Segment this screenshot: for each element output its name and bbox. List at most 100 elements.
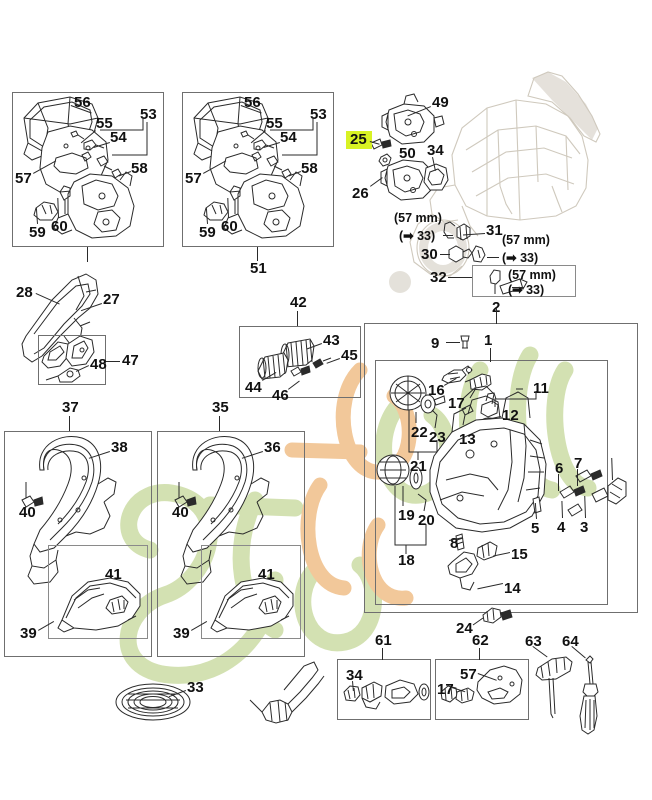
callout-26: 26 — [352, 185, 369, 202]
note-ref33-3: (➡ 33) — [508, 283, 545, 297]
group-label-62: 62 — [472, 632, 489, 649]
callout-11: 11 — [533, 380, 549, 397]
group-label-2: 2 — [492, 300, 500, 315]
callout-54-left: 54 — [110, 129, 127, 146]
callout-59-left: 59 — [29, 224, 46, 241]
callout-5: 5 — [531, 520, 540, 537]
callout-63: 63 — [525, 633, 542, 650]
callout-64: 64 — [562, 633, 579, 650]
callout-39-right: 39 — [173, 625, 190, 642]
leader-47 — [106, 361, 120, 362]
callout-56-left: 56 — [74, 94, 91, 111]
group-box-61 — [337, 659, 431, 720]
callout-53-right: 53 — [310, 106, 327, 123]
callout-60-left: 60 — [51, 218, 68, 235]
callout-45: 45 — [341, 347, 358, 364]
callout-17-kit: 17 — [437, 681, 454, 698]
callout-30: 30 — [421, 246, 438, 263]
leader-32 — [448, 277, 472, 278]
callout-57-right: 57 — [185, 170, 202, 187]
callout-31: 31 — [486, 222, 503, 239]
note-ref33-1: (➡ 33) — [399, 229, 436, 243]
callout-13: 13 — [459, 431, 476, 448]
group-label-61: 61 — [375, 632, 392, 649]
callout-22: 22 — [411, 424, 428, 441]
callout-17-engine: 17 — [448, 395, 465, 412]
group-box-engine-inner — [375, 360, 608, 605]
callout-6: 6 — [555, 460, 564, 477]
callout-40-right: 40 — [172, 504, 189, 521]
callout-58-right: 58 — [301, 160, 318, 177]
callout-33: 33 — [187, 679, 204, 696]
group-box-37 — [4, 431, 152, 657]
callout-24: 24 — [456, 620, 473, 637]
callout-12: 12 — [502, 407, 519, 424]
note-57mm-1: (57 mm) — [394, 211, 442, 225]
callout-20: 20 — [418, 512, 435, 529]
group-label-47: 47 — [122, 352, 139, 369]
callout-40-left: 40 — [19, 504, 36, 521]
callout-4: 4 — [557, 519, 566, 536]
group-label-51: 51 — [250, 260, 267, 277]
callout-32: 32 — [430, 269, 447, 286]
callout-55-right: 55 — [266, 115, 283, 132]
group-label-42: 42 — [290, 294, 307, 311]
callout-38: 38 — [111, 439, 128, 456]
callout-58-left: 58 — [131, 160, 148, 177]
leader-note2 — [487, 257, 499, 258]
callout-18: 18 — [398, 552, 415, 569]
note-57mm-2: (57 mm) — [502, 233, 550, 247]
callout-8: 8 — [450, 535, 459, 552]
callout-7: 7 — [574, 455, 583, 472]
callout-16: 16 — [428, 382, 445, 399]
callout-54-right: 54 — [280, 129, 297, 146]
callout-19: 19 — [398, 507, 415, 524]
callout-57-kit: 57 — [460, 666, 477, 683]
leader-30 — [440, 254, 450, 255]
callout-1: 1 — [484, 332, 493, 349]
note-ref33-2: (➡ 33) — [502, 251, 539, 265]
callout-28: 28 — [16, 284, 33, 301]
callout-57-left: 57 — [15, 170, 32, 187]
subgroup-box-39-left — [48, 545, 148, 639]
callout-46: 46 — [272, 387, 289, 404]
group-box-42 — [239, 326, 361, 398]
group-box-35 — [157, 431, 305, 657]
group-label-35: 35 — [212, 399, 229, 416]
callout-21: 21 — [410, 458, 427, 475]
callout-36: 36 — [264, 439, 281, 456]
callout-3: 3 — [580, 519, 589, 536]
callout-9: 9 — [431, 335, 440, 352]
callout-23: 23 — [429, 429, 446, 446]
leader-note1 — [443, 235, 453, 236]
callout-44: 44 — [245, 379, 262, 396]
callout-53-left: 53 — [140, 106, 157, 123]
callout-27: 27 — [103, 291, 120, 308]
callout-55-left: 55 — [96, 115, 113, 132]
callout-39-left: 39 — [20, 625, 37, 642]
callout-50: 50 — [399, 145, 416, 162]
group-box-51 — [182, 92, 334, 247]
subgroup-box-39-right — [201, 545, 301, 639]
group-box-32-note — [472, 265, 576, 297]
callout-25-highlighted[interactable]: 25 — [346, 131, 372, 149]
callout-59-right: 59 — [199, 224, 216, 241]
